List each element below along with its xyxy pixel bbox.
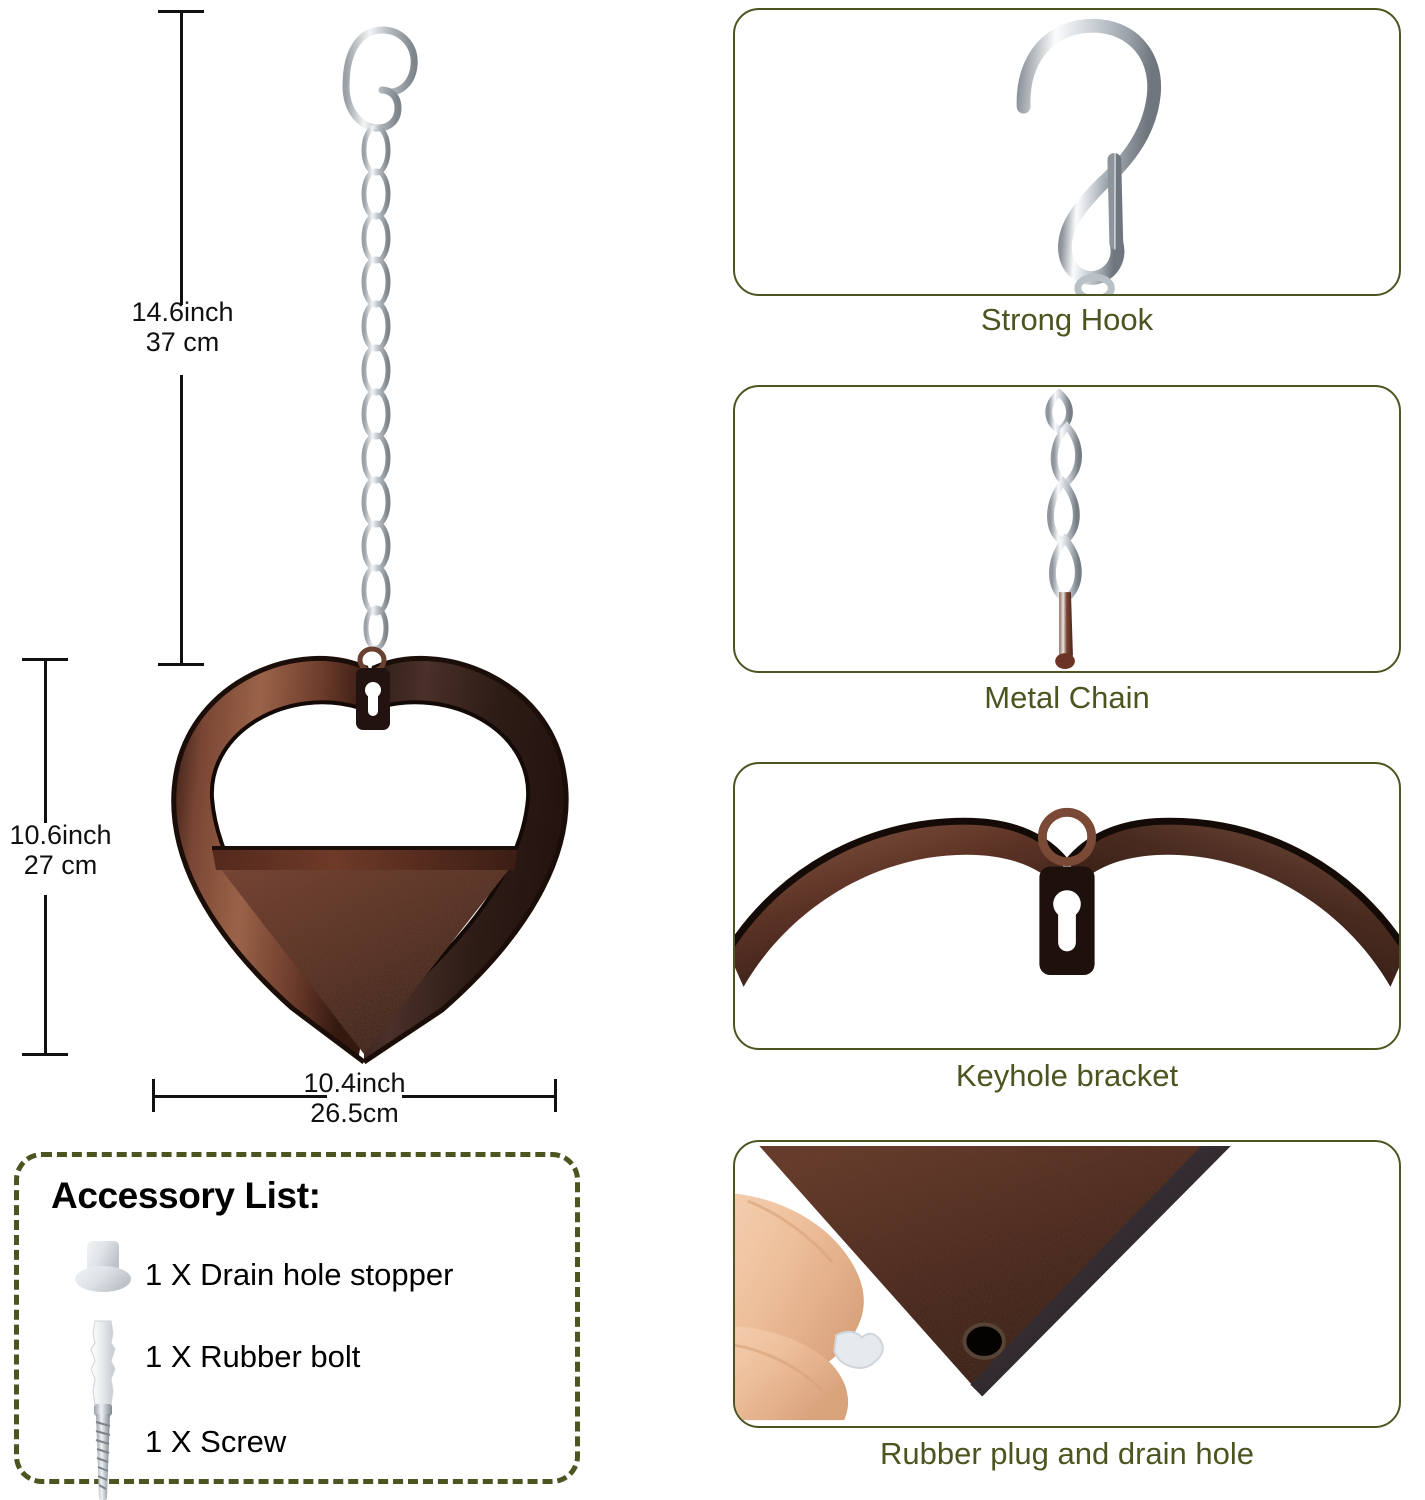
feature-caption-strong-hook: Strong Hook [980, 302, 1154, 337]
feature-caption-metal-chain: Metal Chain [984, 680, 1150, 715]
list-item: 1 X Drain hole stopper [67, 1235, 567, 1315]
list-item: 1 X Screw [67, 1402, 567, 1500]
heart-width-dimension-line-left [152, 1095, 327, 1098]
total-height-dimension-line-lower [180, 375, 183, 665]
keyhole-plate-art [1039, 866, 1095, 976]
heart-width-tick-right [554, 1079, 557, 1112]
heart-body-art [171, 646, 569, 1065]
keyhole-bracket-art [356, 668, 390, 730]
total-height-tick-bottom [158, 663, 204, 666]
accessory-list-title: Accessory List: [51, 1175, 321, 1216]
feature-caption-keyhole-bracket: Keyhole bracket [955, 1058, 1179, 1093]
total-height-dimension-line-upper [180, 10, 183, 305]
top-s-hook-art [342, 26, 418, 132]
heart-height-cm: 27 cm [23, 850, 98, 881]
heart-height-label: 10.6inch 27 cm [0, 820, 183, 880]
total-height-label: 14.6inch 37 cm [60, 297, 305, 357]
s-hook-icon [1016, 18, 1162, 294]
keyhole-bracket-icon [735, 807, 1399, 987]
hanging-chain-art [361, 124, 391, 651]
heart-height-tick-bottom [22, 1053, 68, 1056]
heart-height-dimension-line-lower [44, 895, 47, 1055]
hand-art [735, 1193, 884, 1421]
total-height-inch: 14.6inch [131, 297, 234, 327]
drain-hole-stopper-icon [67, 1235, 139, 1315]
feature-panel-metal-chain [733, 385, 1401, 673]
heart-width-tick-left [152, 1079, 155, 1112]
heart-feeder-illustration [171, 26, 569, 1065]
feature-caption-rubber-plug: Rubber plug and drain hole [880, 1436, 1254, 1471]
screw-icon [67, 1402, 139, 1500]
accessory-item-label: 1 X Drain hole stopper [145, 1257, 454, 1292]
heart-height-inch: 10.6inch [9, 820, 112, 850]
heart-width-dimension-line-right [402, 1095, 557, 1098]
accessory-list-box: Accessory List: [14, 1152, 580, 1500]
metal-chain-icon [1045, 388, 1082, 670]
rubber-plug-icon [735, 1145, 1231, 1421]
accessory-item-label: 1 X Rubber bolt [145, 1339, 361, 1374]
feature-panel-keyhole-bracket [733, 762, 1401, 1050]
heart-width-inch: 10.4inch [303, 1068, 406, 1098]
accessory-item-label: 1 X Screw [145, 1424, 287, 1459]
feature-panel-rubber-plug [733, 1140, 1401, 1428]
feature-panel-strong-hook [733, 8, 1401, 296]
product-dimension-panel: 14.6inch 37 cm 10.6inch 27 cm 10.4inch 2… [0, 0, 700, 1500]
heart-width-label: 10.4inch 26.5cm [232, 1068, 477, 1128]
rubber-bolt-icon [67, 1317, 139, 1406]
heart-width-cm: 26.5cm [310, 1098, 399, 1129]
list-item: 1 X Rubber bolt [67, 1317, 567, 1406]
total-height-cm: 37 cm [145, 327, 220, 358]
heart-height-tick-top [22, 658, 68, 661]
heart-height-dimension-line-upper [44, 658, 47, 823]
total-height-tick-top [158, 10, 204, 13]
